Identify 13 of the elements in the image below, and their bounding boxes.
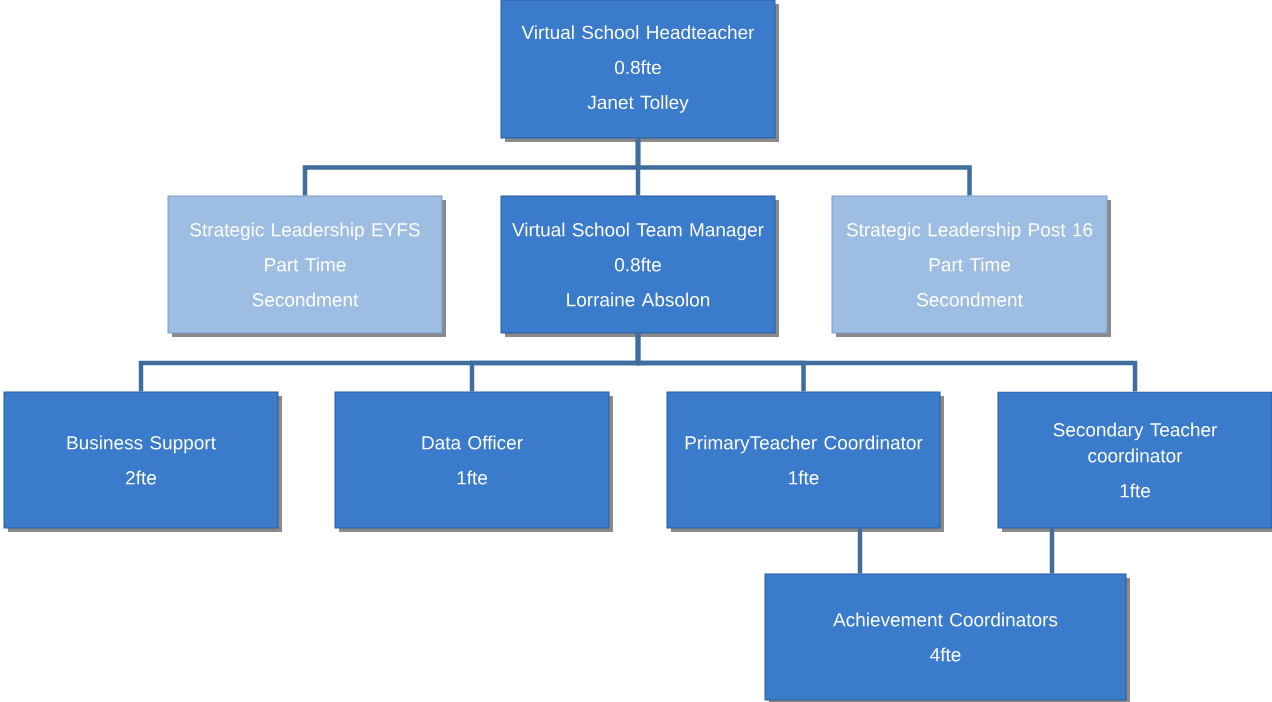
- org-box: PrimaryTeacher Coordinator 1fte: [666, 391, 941, 529]
- org-box: Virtual School Headteacher 0.8fte Janet Tolley: [500, 0, 776, 139]
- org-box: Achievement Coordinators 4fte: [764, 573, 1127, 701]
- connector-line: [635, 138, 972, 196]
- connector-line: [1049, 528, 1055, 574]
- org-box: Secondary Teacher coordinator 1fte: [997, 391, 1272, 529]
- connector-line: [635, 333, 1138, 392]
- org-box: Virtual School Team Manager 0.8fte Lorraine Absolon: [500, 195, 776, 334]
- org-box: Strategic Leadership Post 16 Part Time Secondment: [831, 195, 1108, 334]
- org-box: Data Officer 1fte: [334, 391, 610, 529]
- org-box: Business Support 2fte: [3, 391, 279, 529]
- connector-line: [857, 528, 863, 574]
- org-box: Strategic Leadership EYFS Part Time Secondment: [167, 195, 443, 334]
